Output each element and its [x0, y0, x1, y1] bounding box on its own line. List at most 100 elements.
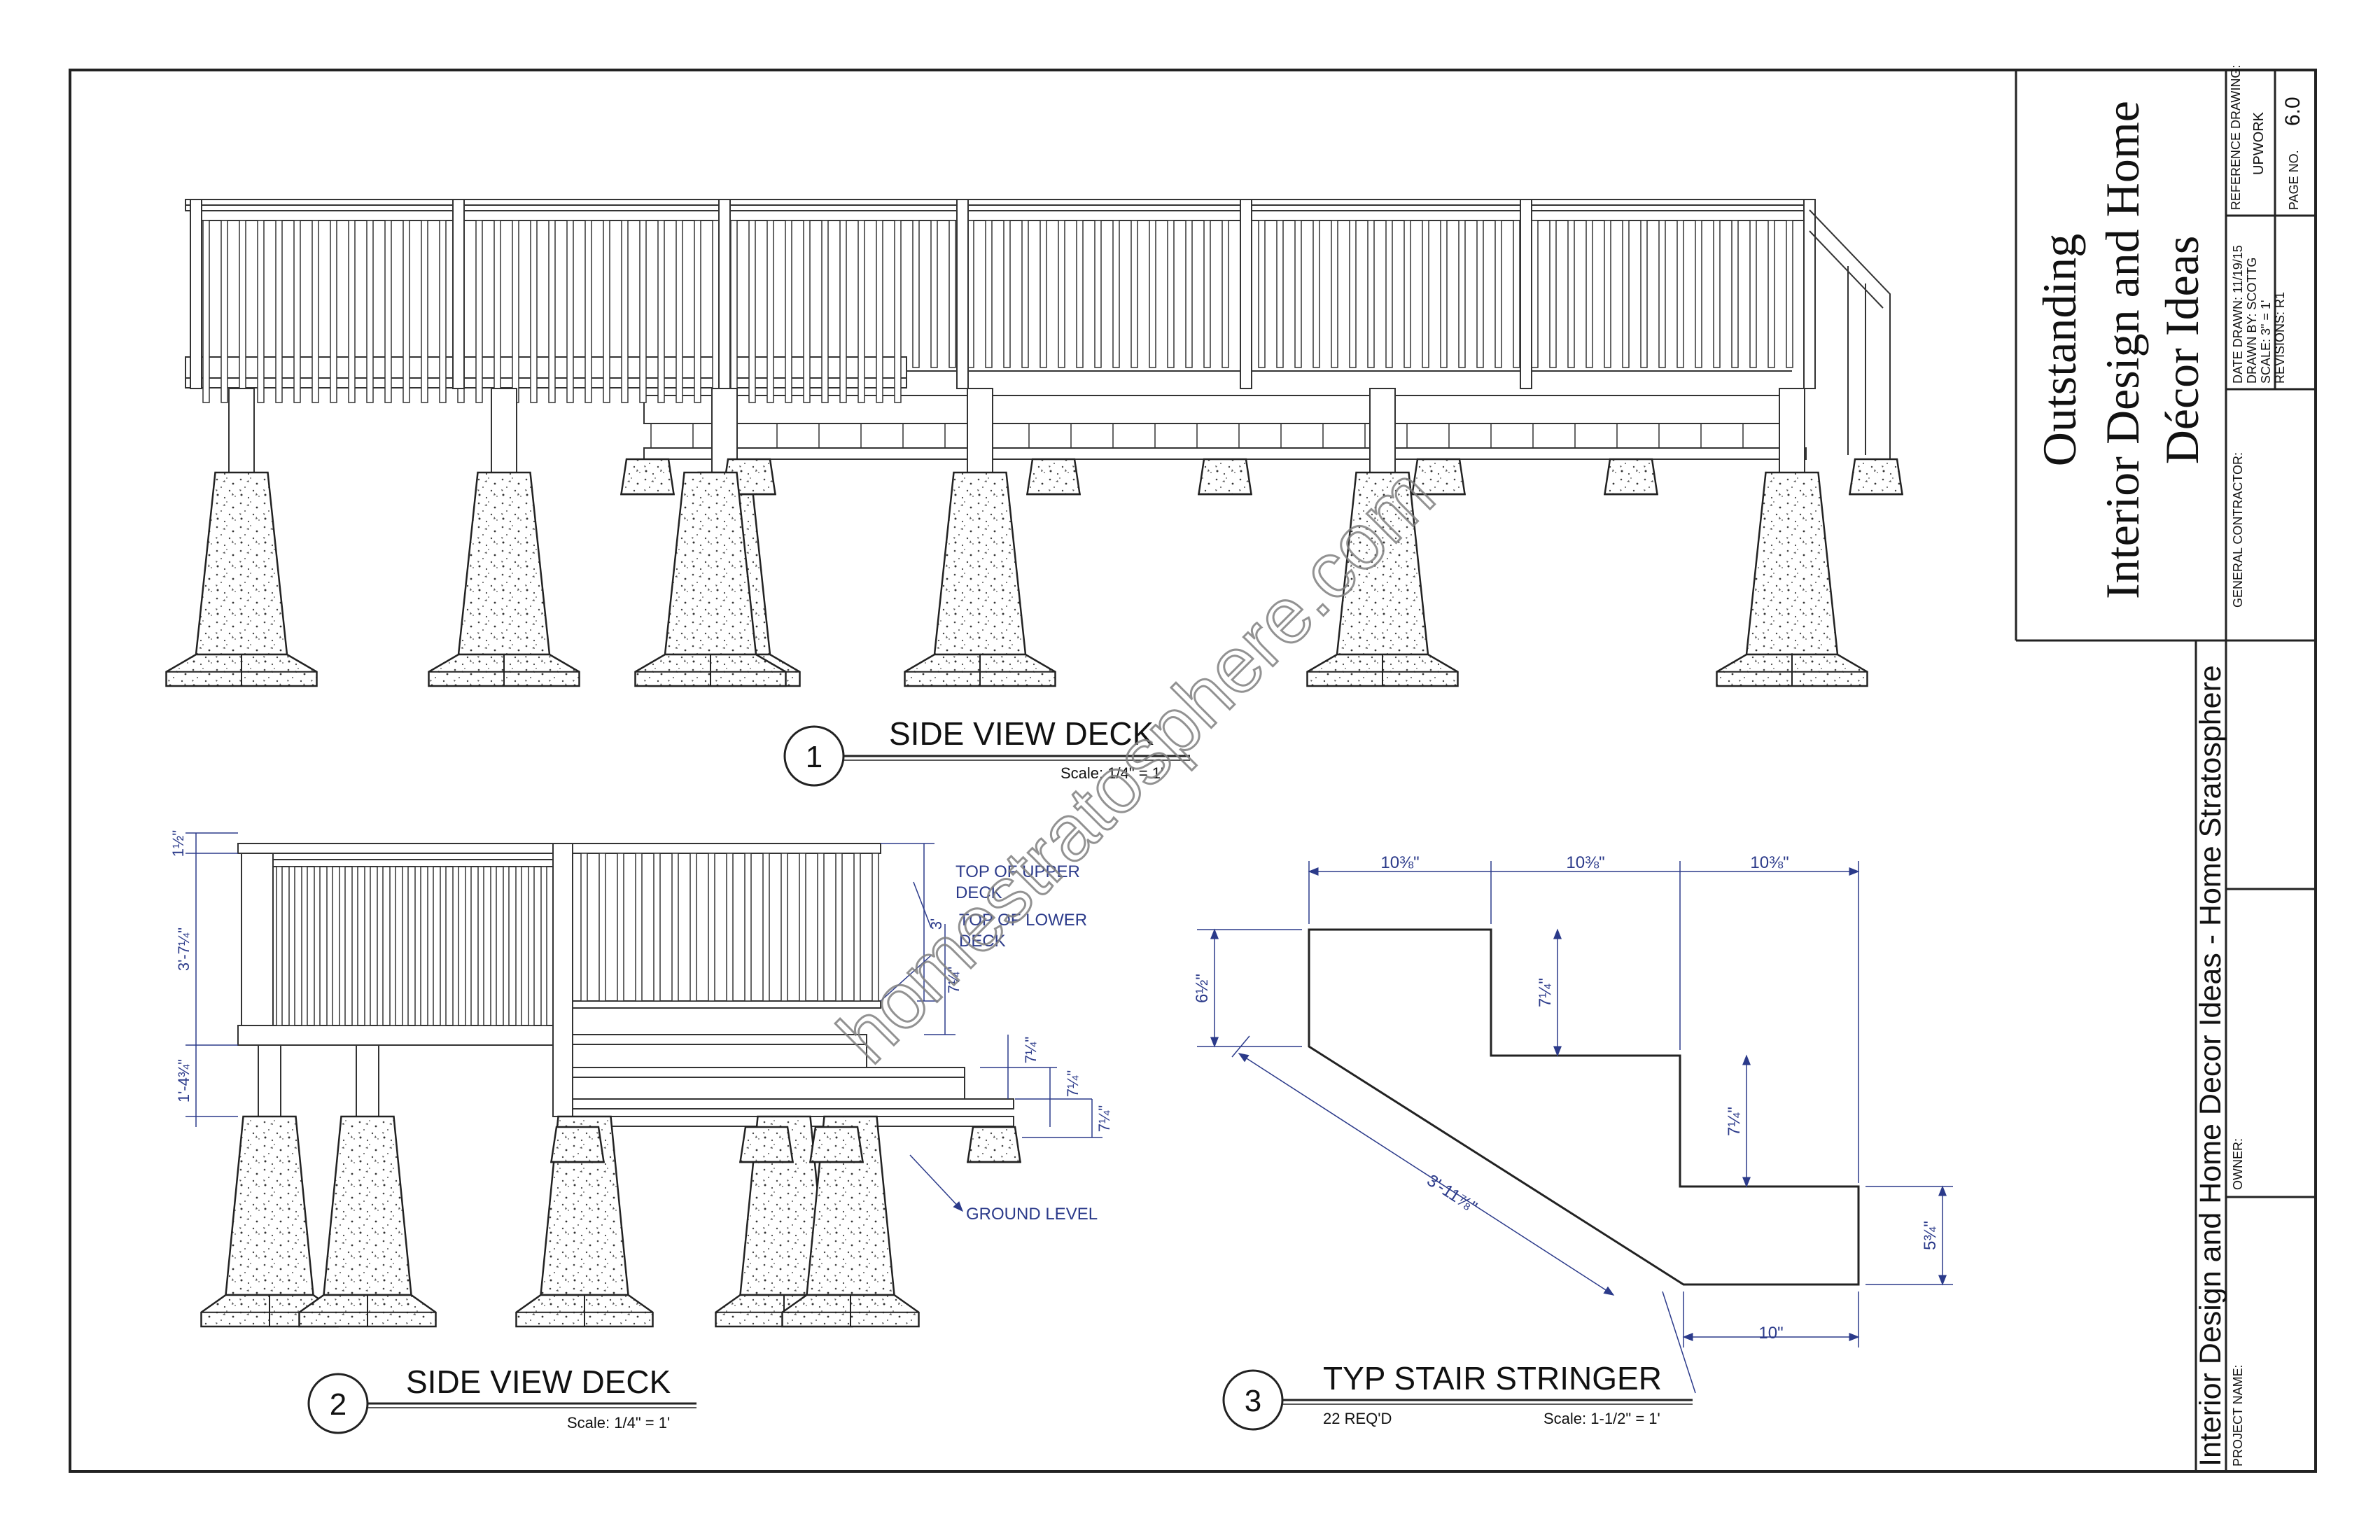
baluster [1586, 220, 1593, 368]
baluster [275, 220, 283, 403]
baluster [330, 220, 337, 403]
baluster [598, 853, 606, 1002]
baluster [1294, 220, 1302, 368]
rail-post [718, 199, 731, 389]
baluster [930, 220, 938, 368]
dim-rise1: 7¼" [1536, 978, 1555, 1007]
dim-bottom-run: 10" [1758, 1324, 1783, 1343]
baluster [635, 853, 643, 1002]
baluster [676, 220, 683, 403]
baluster [653, 853, 661, 1002]
baluster [690, 853, 697, 1002]
baluster [452, 866, 459, 1026]
baluster [1222, 220, 1229, 368]
baluster [821, 220, 829, 403]
baluster [1058, 220, 1065, 368]
concrete-footing [298, 1115, 437, 1328]
concrete-footing [634, 471, 787, 687]
sheet-border [69, 69, 2317, 1473]
baluster [730, 220, 738, 403]
view2-dimensions [186, 832, 1102, 1212]
baluster [876, 220, 883, 403]
label-ground-level: GROUND LEVEL [966, 1205, 1098, 1224]
concrete-footing [1306, 471, 1459, 687]
baluster [872, 853, 879, 1002]
dim-tread1: 10⅜" [1380, 853, 1419, 872]
dim-step3: 7¼" [1064, 1070, 1082, 1097]
baluster [1203, 220, 1211, 368]
concrete-footing [428, 471, 580, 687]
baluster [580, 853, 588, 1002]
baluster [1695, 220, 1702, 368]
baluster [708, 853, 715, 1002]
baluster [440, 866, 447, 1026]
rail-post [1240, 199, 1252, 389]
baluster [1167, 220, 1175, 368]
view3-scale: Scale: 1-1/2" = 1' [1544, 1410, 1660, 1427]
view3-title: TYP STAIR STRINGER [1323, 1360, 1662, 1396]
rail-post [1520, 199, 1532, 389]
support-post [1369, 388, 1396, 473]
stringer-dimensions [1197, 861, 1953, 1394]
rail-post [956, 199, 969, 389]
concrete-footing [1198, 458, 1252, 496]
baluster [503, 866, 510, 1026]
baluster [1440, 220, 1448, 368]
concrete-footing [620, 458, 675, 496]
baluster [384, 220, 392, 403]
baluster [220, 220, 228, 403]
company-title-line3: Décor Ideas [2155, 236, 2208, 465]
baluster [617, 853, 624, 1002]
baluster [1676, 220, 1684, 368]
baluster [351, 866, 358, 1026]
general-contractor-label: GENERAL CONTRACTOR: [2231, 452, 2245, 608]
baluster [530, 220, 538, 403]
support-post [258, 1044, 281, 1117]
baluster [1367, 220, 1375, 368]
view2-number: 2 [330, 1387, 346, 1422]
baluster [657, 220, 665, 403]
baluster [1112, 220, 1120, 368]
baluster [1458, 220, 1466, 368]
view1-title-block: 1 SIDE VIEW DECK Scale: 1/4" = 1' [783, 715, 1190, 787]
baluster [671, 853, 679, 1002]
rail-post [452, 199, 465, 389]
baluster [475, 220, 483, 403]
baluster [339, 866, 346, 1026]
scale-info: SCALE: 3" = 1' [2259, 300, 2273, 384]
baluster [744, 853, 752, 1002]
baluster [894, 220, 902, 403]
view2-scale: Scale: 1/4" = 1' [567, 1414, 670, 1432]
baluster [1549, 220, 1557, 368]
baluster [414, 866, 421, 1026]
concrete-footing [1716, 471, 1868, 687]
concrete-footing [904, 471, 1056, 687]
baluster [566, 220, 574, 403]
support-post [1779, 388, 1805, 473]
baluster [276, 866, 283, 1026]
baluster [493, 220, 501, 403]
baluster [1076, 220, 1084, 368]
view1-number: 1 [806, 740, 822, 774]
baluster [1567, 220, 1575, 368]
baluster [1494, 220, 1502, 368]
baluster [762, 853, 770, 1002]
side-view-deck-1 [165, 199, 1903, 687]
baluster [839, 220, 847, 403]
project-title: Interior Design and Home Decor Ideas - H… [2194, 665, 2227, 1466]
baluster [293, 220, 301, 403]
stair-stringer [1308, 928, 1860, 1286]
baluster [548, 220, 556, 403]
date-drawn: DATE DRAWN: 11/19/15 [2231, 245, 2245, 384]
title-block-text: Outstanding Interior Design and Home Déc… [2033, 65, 2304, 1466]
concrete-footing [1604, 458, 1658, 496]
baluster [366, 220, 374, 403]
baluster [1040, 220, 1047, 368]
baluster [1021, 220, 1029, 368]
concrete-footing [550, 1126, 605, 1163]
concrete-footing [1849, 458, 1903, 496]
baluster [1149, 220, 1156, 368]
support-post [967, 388, 993, 473]
baluster [348, 220, 356, 403]
